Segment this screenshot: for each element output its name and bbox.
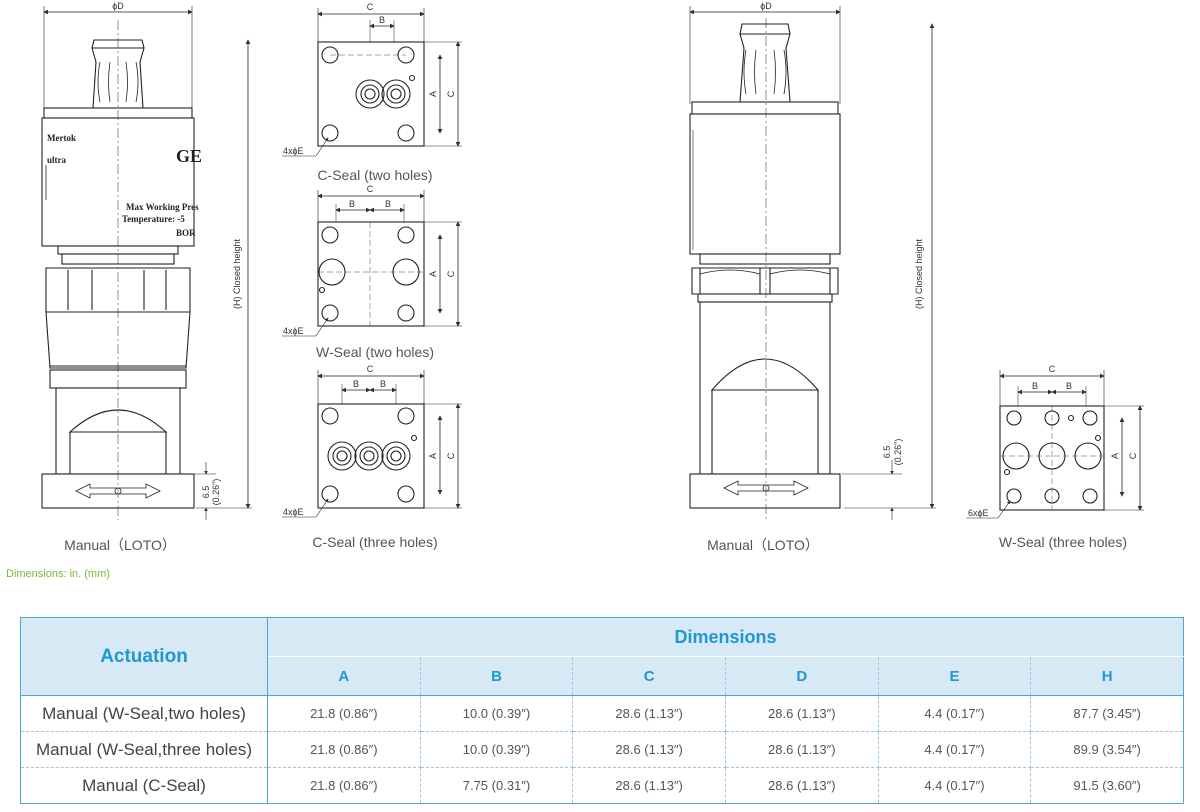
body-text-1: Max Working Pres	[126, 202, 199, 212]
cell-b: 10.0 (0.39″)	[420, 731, 574, 768]
c-seal-three-dim-a: A	[428, 453, 438, 459]
c-seal-two-dim-b: B	[379, 15, 385, 25]
caption-c-seal-three-holes: C-Seal (three holes)	[312, 534, 438, 550]
table-row: Manual (W-Seal,two holes) 21.8 (0.86″) 1…	[20, 695, 1184, 732]
cell-b: 10.0 (0.39″)	[420, 695, 574, 732]
cell-b: 7.75 (0.31″)	[420, 767, 574, 804]
right-valve-drawing	[689, 6, 936, 520]
w-seal-two-dim-c-vert: C	[446, 270, 456, 277]
caption-manual-loto-right: Manual（LOTO）	[707, 537, 819, 553]
c-seal-two-holes-drawing	[282, 8, 462, 157]
cell-h: 91.5 (3.60″)	[1030, 767, 1184, 804]
w-seal-three-dim-b1: B	[1032, 381, 1038, 391]
dim-65-left: 6.5	[201, 486, 211, 499]
col-header-c: C	[572, 656, 726, 696]
left-valve-drawing: Mertok ultra GE Max Working Pres Tempera…	[41, 6, 252, 520]
row-name: Manual (W-Seal,three holes)	[20, 731, 268, 768]
c-seal-three-dim-c: C	[367, 364, 374, 374]
cell-d: 28.6 (1.13″)	[725, 695, 879, 732]
cell-d: 28.6 (1.13″)	[725, 731, 879, 768]
cell-h: 89.9 (3.54″)	[1030, 731, 1184, 768]
c-seal-three-holes-label: 4xϕE	[283, 507, 304, 517]
w-seal-two-dim-a: A	[428, 271, 438, 277]
dim-d-right: ϕD	[760, 1, 772, 11]
c-seal-three-dim-b2: B	[380, 379, 386, 389]
table-row: Manual (W-Seal,three holes) 21.8 (0.86″)…	[20, 731, 1184, 768]
w-seal-three-dim-a: A	[1110, 453, 1120, 459]
actuation-header: Actuation	[20, 617, 268, 696]
cell-c: 28.6 (1.13″)	[572, 731, 726, 768]
dim-026-right: (0.26")	[893, 439, 903, 466]
w-seal-three-dim-c-vert: C	[1128, 452, 1138, 459]
caption-c-seal-two-holes: C-Seal (two holes)	[317, 167, 433, 183]
cell-e: 4.4 (0.17″)	[878, 695, 1032, 732]
col-header-a: A	[267, 656, 421, 696]
dimensions-note: Dimensions: in. (mm)	[6, 568, 110, 580]
cell-e: 4.4 (0.17″)	[878, 731, 1032, 768]
cell-a: 21.8 (0.86″)	[267, 767, 421, 804]
body-text-3: BOR	[176, 228, 196, 238]
caption-w-seal-three-holes: W-Seal (three holes)	[998, 534, 1128, 550]
body-small-2: ultra	[47, 155, 66, 165]
row-name: Manual (C-Seal)	[20, 767, 268, 804]
w-seal-two-dim-c: C	[367, 184, 374, 194]
body-brand: GE	[176, 146, 202, 166]
caption-w-seal-two-holes: W-Seal (two holes)	[315, 344, 435, 360]
body-text-2: Temperature: -5	[122, 214, 185, 224]
col-header-h: H	[1030, 656, 1184, 696]
dimensions-header: Dimensions	[267, 617, 1184, 657]
c-seal-two-dim-a: A	[428, 91, 438, 97]
cell-e: 4.4 (0.17″)	[878, 767, 1032, 804]
closed-height-label-right: (H) Closed height	[914, 238, 924, 309]
w-seal-three-dim-b2: B	[1066, 381, 1072, 391]
cell-d: 28.6 (1.13″)	[725, 767, 879, 804]
c-seal-three-dim-b1: B	[353, 379, 359, 389]
c-seal-two-dim-c-vert: C	[446, 90, 456, 97]
cell-c: 28.6 (1.13″)	[572, 695, 726, 732]
dim-65-right: 6.5	[882, 446, 892, 459]
dim-026-left: (0.26")	[211, 479, 221, 506]
w-seal-two-holes-drawing	[282, 190, 462, 337]
table-row: Manual (C-Seal) 21.8 (0.86″) 7.75 (0.31″…	[20, 767, 1184, 804]
col-header-d: D	[725, 656, 879, 696]
w-seal-two-holes-label: 4xϕE	[283, 326, 304, 336]
closed-height-label-left: (H) Closed height	[232, 238, 242, 309]
dim-d-left: ϕD	[112, 1, 124, 11]
cell-a: 21.8 (0.86″)	[267, 695, 421, 732]
c-seal-three-dim-c-vert: C	[446, 452, 456, 459]
c-seal-two-dim-c: C	[367, 2, 374, 12]
cell-h: 87.7 (3.45″)	[1030, 695, 1184, 732]
w-seal-three-dim-c: C	[1049, 364, 1056, 374]
w-seal-three-holes-drawing	[966, 370, 1144, 519]
w-seal-two-dim-b2: B	[385, 199, 391, 209]
body-small-1: Mertok	[47, 133, 76, 143]
c-seal-two-holes-label: 4xϕE	[283, 146, 304, 156]
c-seal-three-holes-drawing	[282, 370, 462, 518]
w-seal-two-dim-b1: B	[349, 199, 355, 209]
col-header-e: E	[878, 656, 1032, 696]
row-name: Manual (W-Seal,two holes)	[20, 695, 268, 732]
dimensions-table: Actuation Dimensions A B C D E H Manual …	[20, 617, 1184, 804]
w-seal-three-holes-label: 6xϕE	[968, 508, 989, 518]
cell-c: 28.6 (1.13″)	[572, 767, 726, 804]
caption-manual-loto-left: Manual（LOTO）	[64, 537, 176, 553]
col-header-b: B	[420, 656, 574, 696]
technical-drawings: Mertok ultra GE Max Working Pres Tempera…	[41, 1, 1144, 520]
cell-a: 21.8 (0.86″)	[267, 731, 421, 768]
